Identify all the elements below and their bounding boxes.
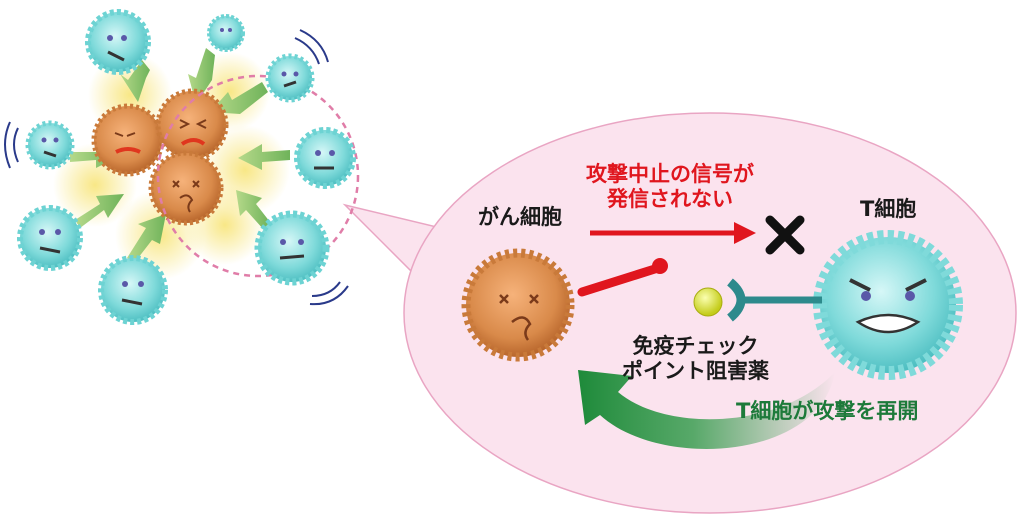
t-cell-small-7 bbox=[254, 210, 330, 286]
cancer-ligand bbox=[577, 258, 668, 297]
t-cell-group bbox=[17, 9, 356, 325]
inhibitor-label-line2: ポイント阻害薬 bbox=[622, 359, 769, 384]
signal-arrow bbox=[590, 222, 756, 244]
cross-mark-icon bbox=[765, 215, 805, 255]
inhibitor-label-line1: 免疫チェック bbox=[632, 334, 759, 358]
t-cell-small-2 bbox=[207, 14, 245, 52]
t-cell-label: T細胞 bbox=[860, 197, 917, 221]
signal-label: 攻撃中止の信号が 発信されない bbox=[560, 162, 780, 212]
t-cell-small-4 bbox=[25, 120, 75, 170]
motion-lines bbox=[4, 29, 349, 306]
t-cell-small-8 bbox=[98, 255, 168, 325]
resume-label: T細胞が攻撃を再開 bbox=[736, 399, 919, 423]
cancer-cell-large bbox=[461, 248, 575, 362]
t-cell-small-1 bbox=[85, 9, 151, 75]
t-cell-small-3 bbox=[265, 53, 315, 103]
resume-arrow bbox=[578, 370, 835, 449]
t-cell-small-5 bbox=[294, 127, 356, 189]
t-cell-large bbox=[813, 230, 963, 380]
drug-ball-icon bbox=[693, 287, 723, 317]
magnify-circle bbox=[156, 74, 360, 278]
t-cell-small-6 bbox=[17, 205, 83, 271]
cancer-cell-cluster bbox=[91, 88, 229, 226]
inhibitor-label: 免疫チェック ポイント阻害薬 bbox=[622, 334, 769, 384]
cancer-cell-small-1 bbox=[91, 103, 165, 177]
cancer-cell-label: がん細胞 bbox=[478, 205, 562, 229]
signal-label-line2: 発信されない bbox=[607, 187, 733, 212]
t-cell-receptor bbox=[726, 278, 822, 322]
cancer-cell-small-3 bbox=[148, 150, 224, 226]
signal-label-line1: 攻撃中止の信号が bbox=[586, 162, 754, 186]
cancer-cell-small-2 bbox=[155, 88, 229, 162]
